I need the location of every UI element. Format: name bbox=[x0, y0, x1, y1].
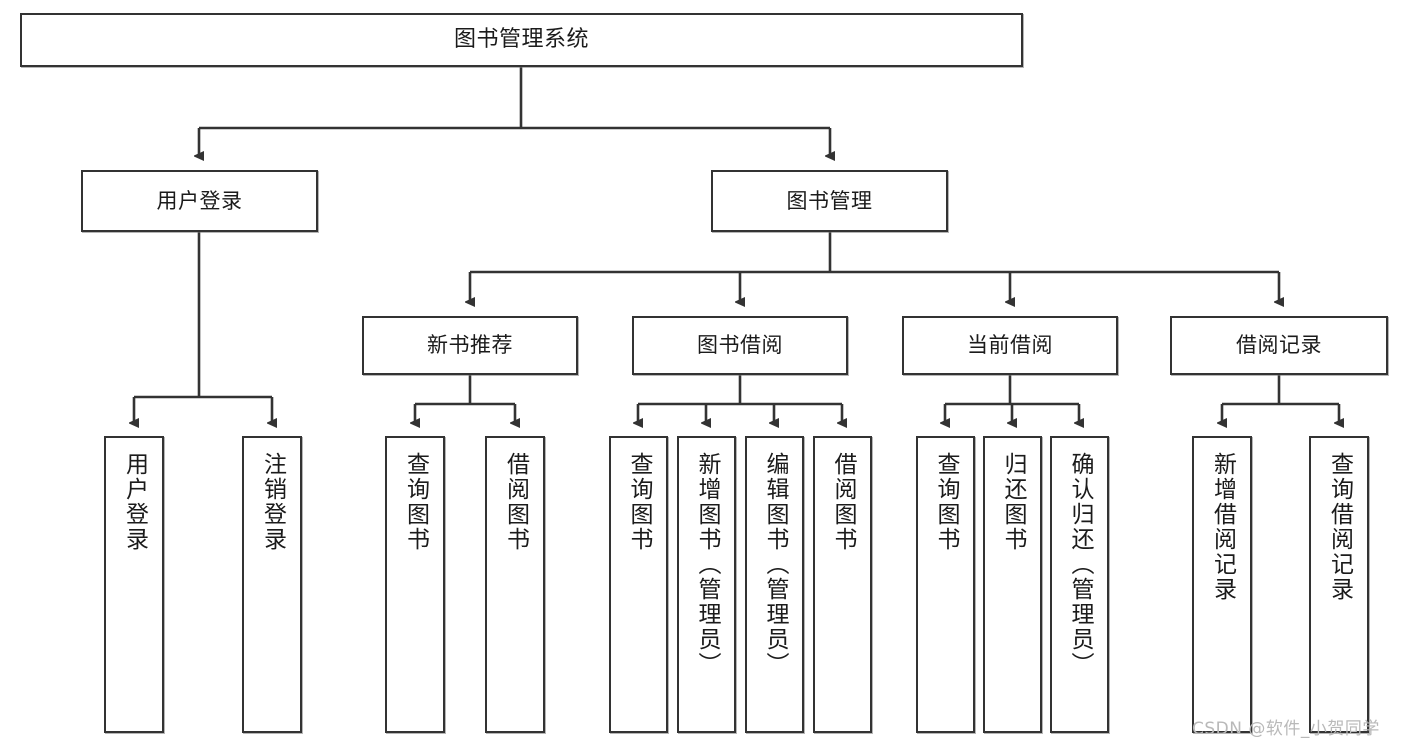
node-leaf-confirm-return-admin-label: 确认归还（管理员） bbox=[1067, 452, 1093, 677]
node-user-login-label: 用户登录 bbox=[156, 188, 243, 213]
node-leaf-query-borrow-record-label: 查询借阅记录 bbox=[1326, 452, 1353, 602]
node-current-borrow[interactable]: 当前借阅 bbox=[902, 316, 1118, 375]
edge-root-to-level2 bbox=[199, 67, 830, 156]
node-leaf-add-book-admin[interactable]: 新增图书（管理员） bbox=[677, 436, 736, 733]
edge-bookborrow-to-leaves bbox=[638, 375, 842, 423]
node-book-management-label: 图书管理 bbox=[786, 188, 873, 213]
node-current-borrow-label: 当前借阅 bbox=[967, 333, 1053, 358]
edge-borrowrecord-to-leaves bbox=[1222, 375, 1339, 423]
node-leaf-return-book-label: 归还图书 bbox=[1000, 452, 1026, 552]
watermark-text: CSDN @软件_小贺同学 bbox=[1192, 719, 1380, 739]
node-leaf-current-query-book-label: 查询图书 bbox=[933, 452, 959, 552]
edge-bookmgmt-to-level3 bbox=[470, 232, 1279, 302]
node-book-management[interactable]: 图书管理 bbox=[711, 170, 948, 232]
node-leaf-rec-query-book-label: 查询图书 bbox=[402, 452, 429, 552]
node-book-borrow[interactable]: 图书借阅 bbox=[632, 316, 848, 375]
edge-recommend-to-leaves bbox=[415, 375, 515, 423]
node-leaf-rec-borrow-book-label: 借阅图书 bbox=[502, 452, 529, 552]
node-book-borrow-label: 图书借阅 bbox=[697, 333, 783, 358]
node-leaf-borrow-book-label: 借阅图书 bbox=[830, 452, 856, 552]
node-leaf-borrow-query-book-label: 查询图书 bbox=[626, 452, 652, 552]
node-leaf-user-login-label: 用户登录 bbox=[121, 452, 148, 552]
node-leaf-edit-book-admin[interactable]: 编辑图书（管理员） bbox=[745, 436, 804, 733]
node-user-login[interactable]: 用户登录 bbox=[81, 170, 318, 232]
node-leaf-confirm-return-admin[interactable]: 确认归还（管理员） bbox=[1050, 436, 1109, 733]
node-borrow-record[interactable]: 借阅记录 bbox=[1170, 316, 1388, 375]
node-leaf-query-borrow-record[interactable]: 查询借阅记录 bbox=[1309, 436, 1369, 733]
node-leaf-logout-label: 注销登录 bbox=[259, 452, 286, 552]
node-leaf-add-borrow-record[interactable]: 新增借阅记录 bbox=[1192, 436, 1252, 733]
node-leaf-current-query-book[interactable]: 查询图书 bbox=[916, 436, 975, 733]
node-leaf-logout[interactable]: 注销登录 bbox=[242, 436, 302, 733]
node-root[interactable]: 图书管理系统 bbox=[20, 13, 1023, 67]
edge-currentborrow-to-leaves bbox=[945, 375, 1079, 423]
node-leaf-rec-query-book[interactable]: 查询图书 bbox=[385, 436, 445, 733]
node-leaf-edit-book-admin-label: 编辑图书（管理员） bbox=[762, 452, 788, 677]
node-root-label: 图书管理系统 bbox=[453, 27, 589, 53]
node-leaf-borrow-book[interactable]: 借阅图书 bbox=[813, 436, 872, 733]
node-leaf-return-book[interactable]: 归还图书 bbox=[983, 436, 1042, 733]
node-leaf-add-borrow-record-label: 新增借阅记录 bbox=[1209, 452, 1236, 602]
node-leaf-rec-borrow-book[interactable]: 借阅图书 bbox=[485, 436, 545, 733]
node-leaf-add-book-admin-label: 新增图书（管理员） bbox=[694, 452, 720, 677]
node-leaf-user-login[interactable]: 用户登录 bbox=[104, 436, 164, 733]
node-leaf-borrow-query-book[interactable]: 查询图书 bbox=[609, 436, 668, 733]
node-borrow-record-label: 借阅记录 bbox=[1236, 333, 1322, 358]
node-new-book-recommend[interactable]: 新书推荐 bbox=[362, 316, 578, 375]
edge-userlogin-to-leaves bbox=[134, 232, 272, 423]
node-new-book-recommend-label: 新书推荐 bbox=[427, 333, 513, 358]
